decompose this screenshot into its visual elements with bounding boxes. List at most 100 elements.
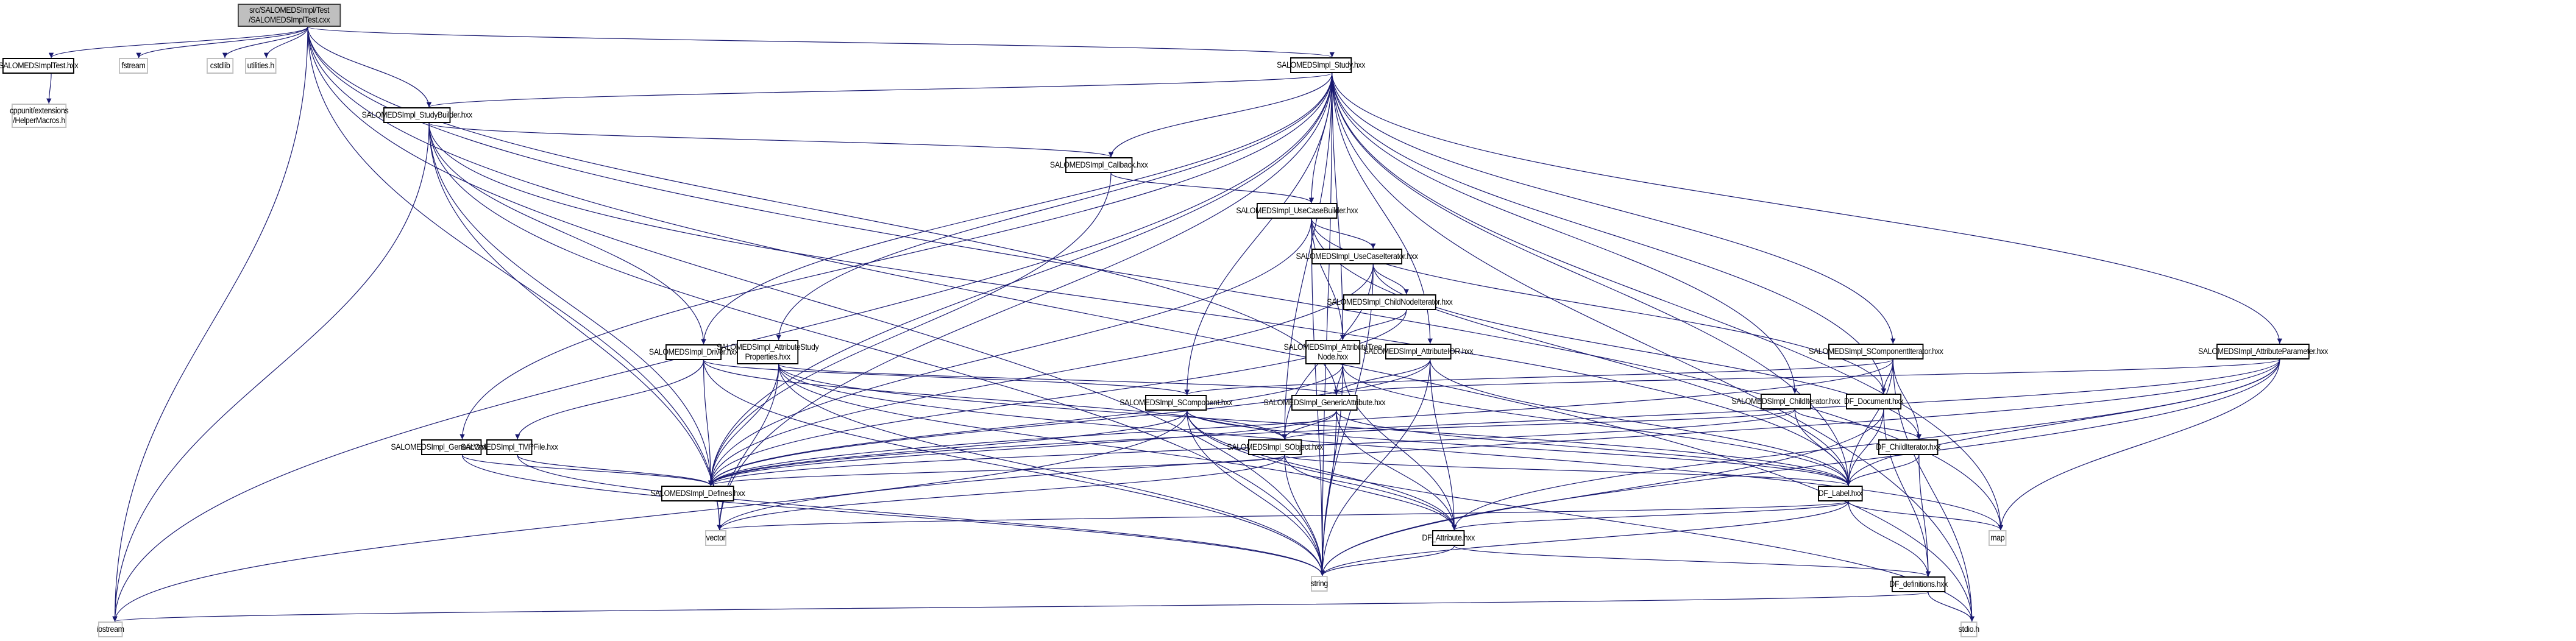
edge-attrtreenode-to-dfattribute [1342,364,1457,531]
node-vector: vector [705,530,726,546]
node-salomedsimpl-usecaseiterator-hxx[interactable]: SALOMEDSImpl_UseCaseIterator.hxx [1296,249,1418,264]
edge-genericattr-to-dfattribute [1336,410,1457,531]
edge-attrior-to-dfattribute [1430,359,1457,531]
edge-attrior-to-genericattr [1333,359,1431,395]
edge-studybuilder-to-vector [428,122,722,531]
edge-dfattribute-to-string [1319,545,1455,576]
edge-usecaseiterator-to-childnodeiterator [1372,264,1409,295]
edge-driver-to-defines [703,359,714,486]
node-df-childiterator-hxx[interactable]: DF_ChildIterator.hxx [1876,439,1941,455]
node-root-salomedsimpltest-cxx: src/SALOMEDSImpl/Test /SALOMEDSImplTest.… [238,4,341,27]
edge-test_hxx-to-helpermacros [46,73,52,104]
node-salomedsimpl-scomponent-hxx[interactable]: SALOMEDSImpl_SComponent.hxx [1119,395,1232,411]
node-salomedsimpl-usecasebuilder-hxx[interactable]: SALOMEDSImpl_UseCaseBuilder.hxx [1236,203,1358,219]
edge-study-to-studybuilder [427,73,1333,108]
edge-study-to-defines [708,73,1333,486]
edge-attrtreenode-to-genericattr [1333,364,1343,395]
edge-root-to-study [307,26,1335,58]
node-salomedsimpl-attributestudyproperties-hxx[interactable]: SALOMEDSImpl_AttributeStudy Properties.h… [717,340,819,364]
edge-root-to-studybuilder [307,26,432,108]
edge-attrstudyprops-to-dfattribute [778,364,1457,531]
node-iostream: iostream [97,622,124,637]
edge-scomponent-to-iostream [112,410,1188,622]
edge-studybuilder-to-string [428,122,1325,576]
edge-genericvariable-to-defines [461,455,714,486]
edge-usecaseiterator-to-string [1319,264,1374,576]
edge-scomponent-to-string [1187,410,1325,576]
edge-study-to-callback [1108,73,1333,158]
edge-attrstudyprops-to-genericattr [778,364,1339,395]
node-salomedsimpl-callback-hxx[interactable]: SALOMEDSImpl_Callback.hxx [1050,157,1148,173]
node-salomedsimpl-scomponentiterator-hxx[interactable]: SALOMEDSImpl_SComponentIterator.hxx [1809,344,1943,359]
edge-genericattr-to-dflabel [1336,410,1851,486]
edge-tmpfile-to-string [517,455,1325,576]
node-map: map [1989,530,2007,546]
node-df-attribute-hxx[interactable]: DF_Attribute.hxx [1422,530,1475,546]
edge-attrstudyprops-to-dflabel [778,364,1851,486]
edge-studybuilder-to-driver [428,122,706,345]
edge-study-to-usecasebuilder [1308,73,1333,204]
edge-scompiterator-to-defines [708,359,1893,486]
edge-attrior-to-dflabel [1430,359,1851,486]
node-salomedsimpl-defines-hxx[interactable]: SALOMEDSImpl_Defines.hxx [650,486,745,501]
edge-root-to-genericattr [307,26,1339,395]
node-cstdlib: cstdlib [207,58,234,74]
edge-study-to-attrparam [1332,73,2282,344]
node-salomedsimpl-study-hxx[interactable]: SALOMEDSImpl_Study.hxx [1277,57,1365,73]
edge-root-to-utilities [263,26,308,58]
edge-dfdefinitions-to-iostream [113,592,1929,622]
edge-scomponent-to-defines [708,410,1188,486]
node-salomedsimpl-genericattribute-hxx[interactable]: SALOMEDSImpl_GenericAttribute.hxx [1263,395,1386,411]
node-salomedsimpl-childiterator-hxx[interactable]: SALOMEDSImpl_ChildIterator.hxx [1731,394,1840,409]
node-salomedsimpl-attributetreenode-hxx[interactable]: SALOMEDSImpl_AttributeTree Node.hxx [1284,340,1382,364]
node-salomedsimpl-attributeparameter-hxx[interactable]: SALOMEDSImpl_AttributeParameter.hxx [2198,344,2328,359]
edge-root-to-stdio [307,26,1975,622]
edge-attrior-to-defines [708,359,1431,486]
node-df-document-hxx[interactable]: DF_Document.hxx [1844,394,1904,409]
edge-studybuilder-to-callback [428,122,1113,158]
edge-attrparam-to-genericattr [1334,359,2280,395]
node-salomedsimpl-genericvariable-hxx[interactable]: SALOMEDSImpl_GenericVariable.hxx [391,439,512,455]
edge-attrparam-to-dflabel [1845,359,2280,486]
node-helpermacros-h: cppunit/extensions /HelperMacros.h [10,104,69,128]
edge-attrstudyprops-to-map [778,364,2004,531]
edge-attrior-to-string [1319,359,1431,576]
node-salomedsimpl-childnodeiterator-hxx[interactable]: SALOMEDSImpl_ChildNodeIterator.hxx [1327,294,1453,310]
edge-scomponent-to-sobject [1187,410,1288,440]
node-salomedsimpl-attributeior-hxx[interactable]: SALOMEDSImpl_AttributeIOR.hxx [1363,344,1474,359]
edge-studybuilder-to-defines [428,122,714,486]
edge-attrstudyprops-to-string [778,364,1325,576]
edge-childiterator-to-sobject [1282,409,1795,440]
edge-attrparam-to-vector [717,359,2280,531]
node-salomedsimpl-tmpfile-hxx[interactable]: SALOMEDSImpl_TMPFile.hxx [461,439,558,455]
node-df-label-hxx[interactable]: DF_Label.hxx [1818,486,1863,501]
edge-dfchilditerator-to-dflabel [1845,455,1920,486]
edge-dfdocument-to-string [1319,409,1884,576]
edge-genericattr-to-string [1319,410,1337,576]
edge-genericvariable-to-string [461,455,1325,576]
node-salomedsimpltest-hxx[interactable]: SALOMEDSImplTest.hxx [0,58,79,74]
edge-sobject-to-dflabel [1284,455,1851,486]
edge-genericattr-to-sobject [1282,410,1337,440]
node-salomedsimpl-driver-hxx[interactable]: SALOMEDSImpl_Driver.hxx [649,344,738,360]
edge-studybuilder-to-dflabel [428,122,1851,486]
edge-tmpfile-to-defines [517,455,714,486]
node-df-definitions-hxx[interactable]: DF_definitions.hxx [1889,576,1948,592]
edge-root-to-cstdlib [222,26,308,58]
edge-dfchilditerator-to-dfdefinitions [1918,455,1931,577]
edge-childnodeiterator-to-attrtreenode [1340,310,1407,341]
node-salomedsimpl-studybuilder-hxx[interactable]: SALOMEDSImpl_StudyBuilder.hxx [362,107,472,123]
edge-usecasebuilder-to-usecaseiterator [1311,218,1376,249]
edge-root-to-string [307,26,1325,576]
edge-sobject-to-defines [708,455,1285,486]
edge-sobject-to-string [1284,455,1325,576]
edge-root-to-test_hxx [48,26,308,58]
edge-study-to-dflabel [1332,73,1851,486]
edge-attrstudyprops-to-vector [717,364,779,531]
edge-dfdocument-to-dfdefinitions [1883,409,1931,577]
edge-dflabel-to-map [1848,501,2004,531]
edge-driver-to-scomponent [703,359,1190,395]
node-salomedsimpl-sobject-hxx[interactable]: SALOMEDSImpl_SObject.hxx [1227,439,1323,455]
